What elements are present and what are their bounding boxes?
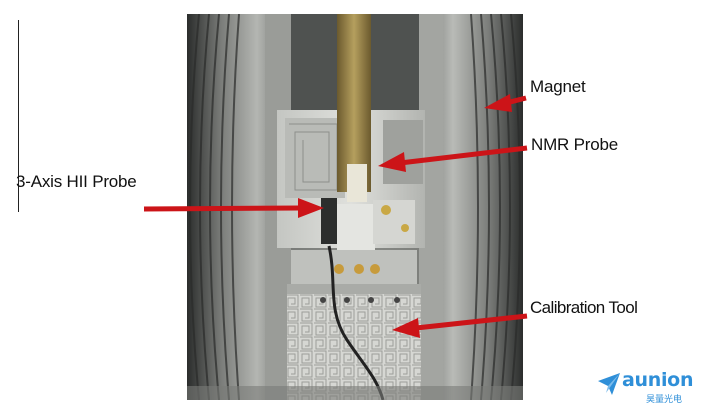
logo-subtitle: 昊量光电 (646, 395, 683, 405)
arrow-calibration-tool (392, 313, 528, 338)
arrow-hall-probe (143, 198, 324, 218)
label-hall-probe: 3-Axis HII Probe (16, 172, 137, 191)
logo-name: aunion (622, 369, 694, 391)
paper-plane-icon (598, 373, 620, 395)
left-divider-line (18, 20, 19, 212)
label-calibration-tool: Calibration Tool (530, 298, 638, 317)
arrow-nmr-probe (378, 145, 528, 172)
arrow-magnet (484, 94, 527, 112)
label-magnet: Magnet (530, 77, 586, 96)
label-nmr-probe: NMR Probe (531, 135, 619, 154)
aunion-logo: aunion 昊量光电 (596, 368, 696, 405)
